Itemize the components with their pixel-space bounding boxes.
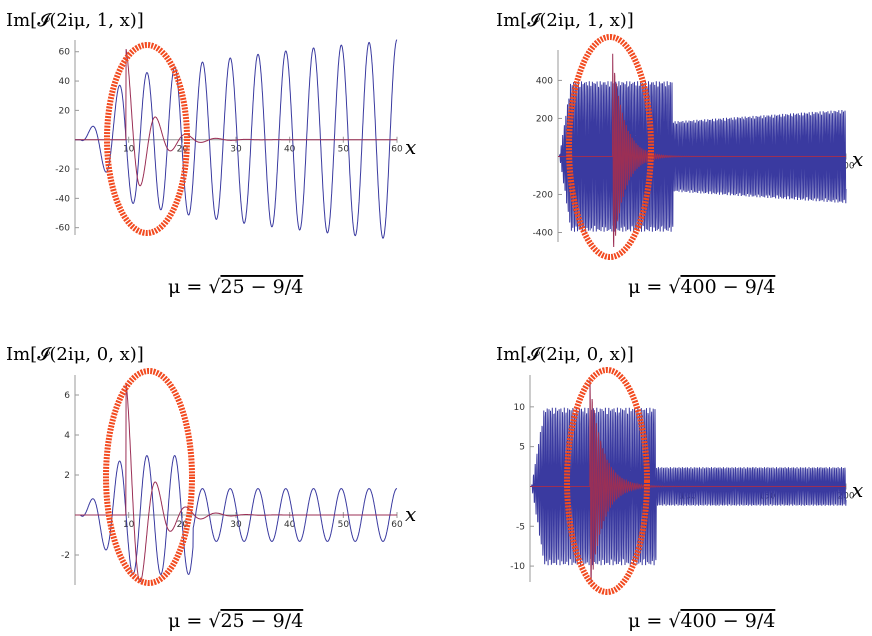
panel-2-ytick-label-3: 400 (536, 76, 553, 86)
panel-4-title: Im[𝓘(2iμ, 0, x)] (496, 344, 634, 365)
panel-1-ytick-label-1: -40 (55, 194, 70, 204)
panel-2-caption-prefix: μ = (628, 276, 668, 298)
panel-4-series-red (530, 378, 846, 584)
panel-1-ytick-label-0: -60 (55, 224, 70, 234)
panel-4-xlabel: x (852, 478, 863, 502)
panel-1-xtick-label-5: 60 (391, 145, 403, 155)
panel-3-xtick-label-3: 40 (284, 520, 296, 530)
panel-2-ytick-label-0: -400 (533, 228, 554, 238)
panel-3-highlight-ellipse (103, 368, 195, 586)
panel-1-series-blue (75, 39, 398, 239)
panel-4-caption-radicand: 400 − 9/4 (680, 610, 775, 632)
panel-4-caption: μ = √400 − 9/4 (628, 610, 775, 632)
panel-4-ytick-label-1: -5 (516, 522, 525, 532)
panel-3-title: Im[𝓘(2iμ, 0, x)] (6, 344, 144, 365)
panel-4-highlight-ellipse (564, 367, 650, 595)
panel-1-ytick-label-3: 20 (59, 106, 71, 116)
panel-1-ytick-label-4: 40 (59, 77, 71, 87)
panel-4-sqrt-sign: √ (668, 610, 681, 632)
svg-text:μ = √25 − 9/4: μ = √25 − 9/4 (168, 276, 303, 298)
panel-4-ytick-label-3: 10 (514, 403, 526, 413)
svg-text:μ = √400 − 9/4: μ = √400 − 9/4 (628, 276, 775, 298)
panel-2-caption-radicand: 400 − 9/4 (680, 276, 775, 298)
panel-3-xlabel: x (405, 502, 416, 526)
panel-1-caption-radicand: 25 − 9/4 (220, 276, 303, 298)
panel-2-title: Im[𝓘(2iμ, 1, x)] (496, 10, 634, 31)
panel-3-xtick-label-5: 60 (391, 520, 403, 530)
panel-1-sqrt-sign: √ (208, 276, 221, 298)
panel-2-ytick-label-1: -200 (533, 190, 554, 200)
panel-4-xtick-label-3: 200 (837, 491, 854, 501)
panel-4-caption-prefix: μ = (628, 610, 668, 632)
panel-2-highlight-ellipse (566, 34, 654, 260)
panel-1-xtick-label-3: 40 (284, 145, 296, 155)
panel-2-series-red (558, 53, 846, 248)
panel-1-ytick-label-2: -20 (55, 165, 70, 175)
panel-1-title: Im[𝓘(2iμ, 1, x)] (6, 10, 144, 31)
panel-3-xtick-label-0: 10 (123, 520, 135, 530)
panel-4-series-blue (530, 407, 847, 566)
panel-2-ytick-label-2: 200 (536, 114, 553, 124)
panel-3-xtick-label-2: 30 (230, 520, 242, 530)
panel-3-ytick-label-1: 2 (64, 471, 70, 481)
svg-text:μ = √25 − 9/4: μ = √25 − 9/4 (168, 610, 303, 632)
panel-3-ytick-label-3: 6 (64, 391, 70, 401)
panel-4-ytick-label-0: -10 (510, 562, 525, 572)
panel-2-caption: μ = √400 − 9/4 (628, 276, 775, 298)
panel-3-caption-radicand: 25 − 9/4 (220, 610, 303, 632)
panel-3-sqrt-sign: √ (208, 610, 221, 632)
panel-1-xlabel: x (405, 135, 416, 159)
panel-3-caption: μ = √25 − 9/4 (168, 610, 303, 632)
panel-1-caption-prefix: μ = (168, 276, 208, 298)
panel-2-xlabel: x (852, 147, 863, 171)
svg-text:μ = √400 − 9/4: μ = √400 − 9/4 (628, 610, 775, 632)
panel-3-ytick-label-2: 4 (64, 431, 70, 441)
panel-1-ytick-label-5: 60 (59, 48, 71, 58)
panel-3-xtick-label-4: 50 (338, 520, 350, 530)
panel-2-series-blue (558, 81, 847, 232)
panel-2-sqrt-sign: √ (668, 276, 681, 298)
panel-1-highlight-ellipse (104, 42, 190, 236)
panel-1-xtick-label-4: 50 (338, 145, 350, 155)
panel-3-ytick-label-0: -2 (61, 551, 70, 561)
panel-3-series-blue (75, 455, 397, 575)
panel-1-series-red (75, 49, 397, 187)
panel-1-caption: μ = √25 − 9/4 (168, 276, 303, 298)
panel-4-ytick-label-2: 5 (519, 443, 525, 453)
panel-3-series-red (75, 383, 397, 583)
panel-3-caption-prefix: μ = (168, 610, 208, 632)
panel-2-xtick-label-3: 200 (837, 161, 854, 171)
panel-1-xtick-label-2: 30 (230, 145, 242, 155)
panel-1-xtick-label-0: 10 (123, 145, 135, 155)
